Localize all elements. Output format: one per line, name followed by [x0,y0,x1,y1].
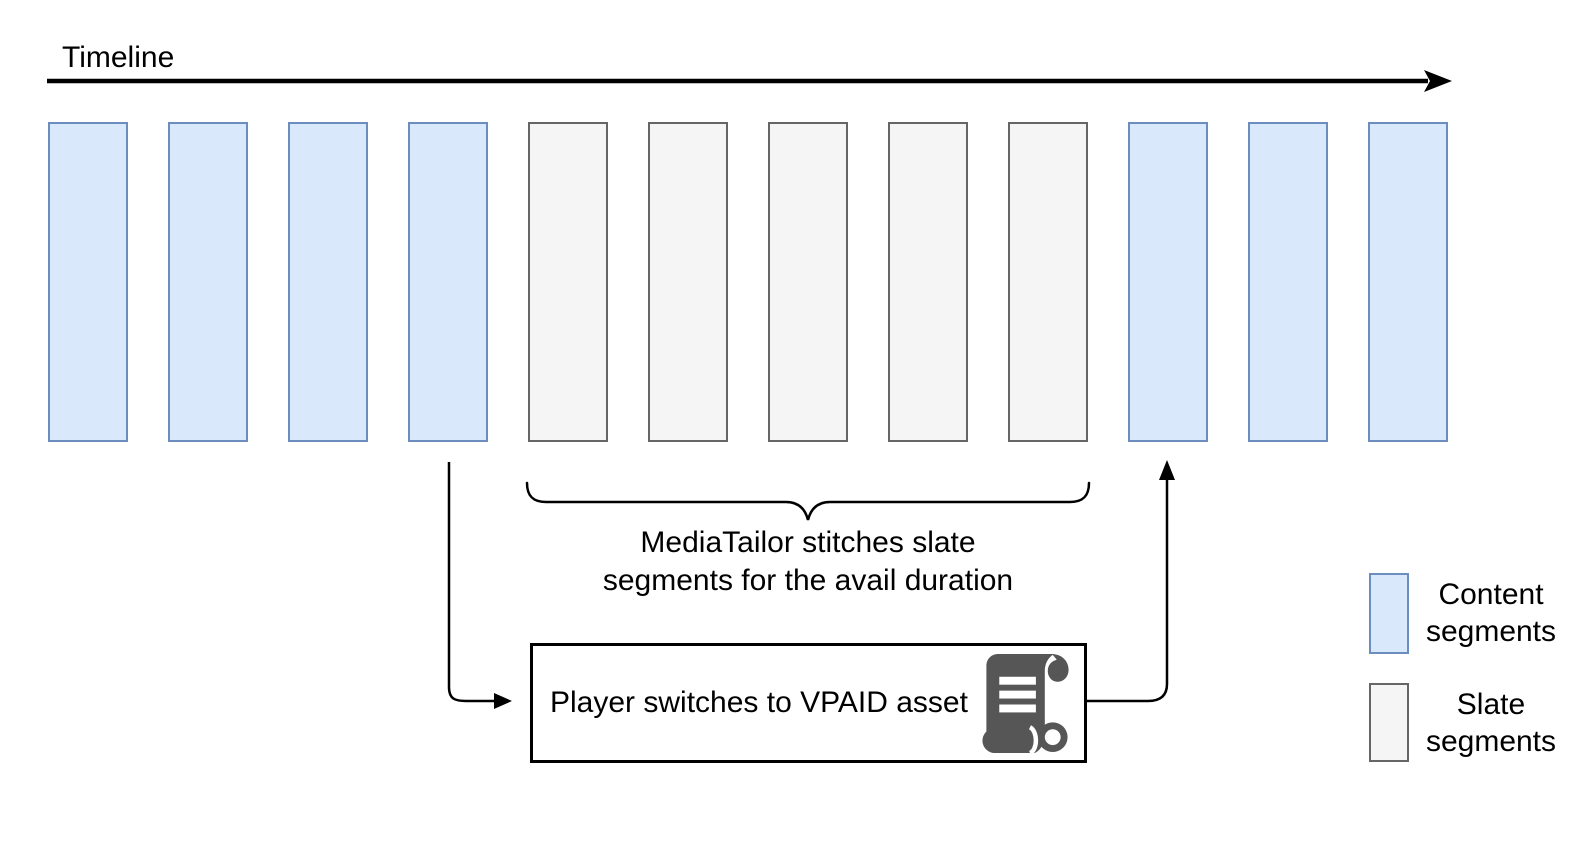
segment-slate-9 [1008,122,1088,442]
brace-annotation: MediaTailor stitches slate segments for … [558,524,1058,600]
connector-arrow-left [447,462,512,709]
player-vpaid-label: Player switches to VPAID asset [550,686,968,719]
segment-content-1 [48,122,128,442]
segment-slate-5 [528,122,608,442]
segment-content-11 [1248,122,1328,442]
timeline-label: Timeline [62,41,175,74]
player-vpaid-box: Player switches to VPAID asset [530,643,1087,763]
legend-label-slate: Slate segments [1425,688,1557,758]
segment-content-3 [288,122,368,442]
legend-label-content: Content segments [1425,578,1557,648]
legend-swatch-slate [1369,683,1409,762]
brace [525,481,1091,521]
brace-annotation-line2: segments for the avail duration [602,564,1014,597]
legend-swatch-content [1369,573,1409,654]
segment-slate-6 [648,122,728,442]
segment-slate-8 [888,122,968,442]
connector-arrow-right [1087,460,1175,703]
segment-content-4 [408,122,488,442]
segment-content-12 [1368,122,1448,442]
scroll-icon [982,653,1069,754]
segment-content-10 [1128,122,1208,442]
segment-slate-7 [768,122,848,442]
timeline-arrow [47,70,1452,92]
segment-content-2 [168,122,248,442]
brace-annotation-line1: MediaTailor stitches slate [640,526,976,559]
